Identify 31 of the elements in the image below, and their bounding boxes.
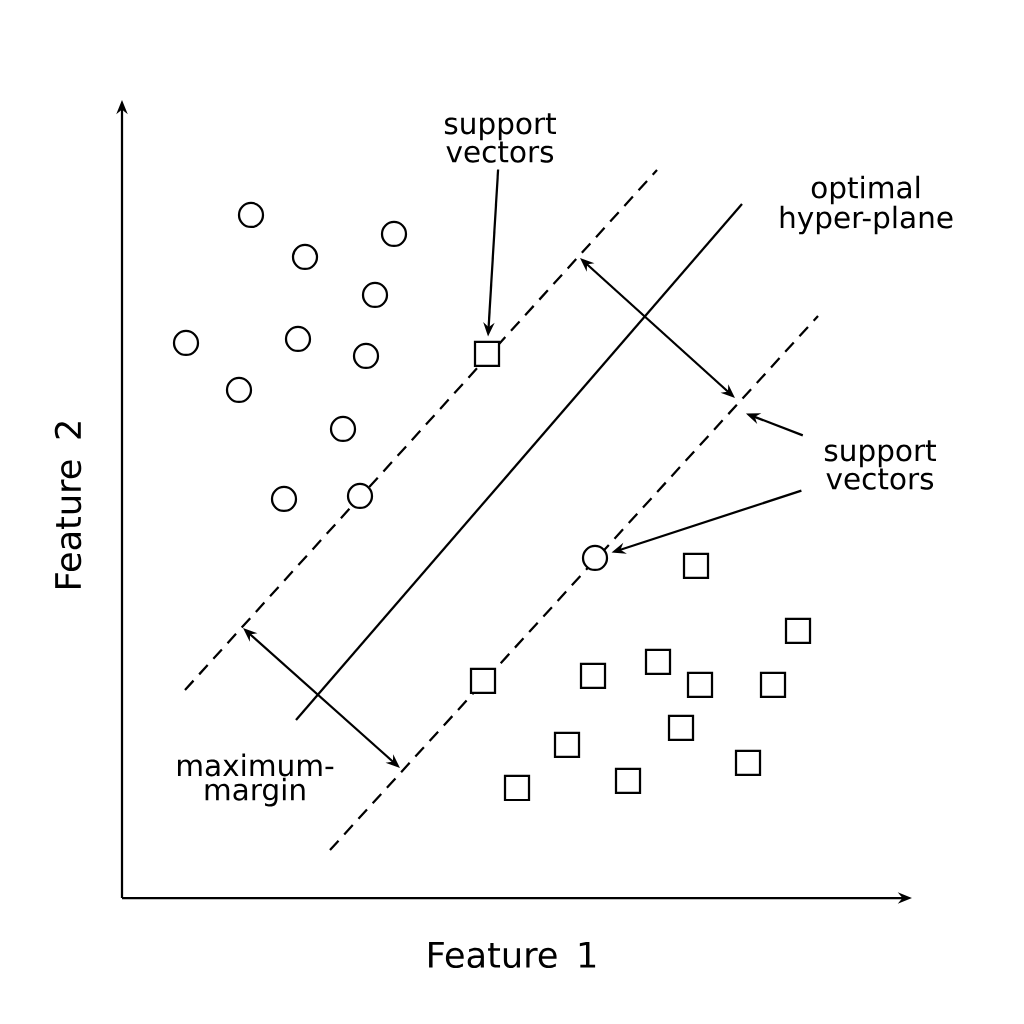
data-point-circle — [581, 544, 609, 572]
data-point-square — [553, 731, 581, 759]
data-point-square — [473, 340, 501, 368]
data-point-circle — [291, 243, 319, 271]
axis-label: Feature 1 — [429, 941, 596, 969]
callout-text: support vectors — [444, 113, 556, 163]
data-point-circle — [361, 281, 389, 309]
data-point-square — [469, 667, 497, 695]
axis-label: Feature 2 — [54, 422, 82, 588]
dimension-label: maximum-margin — [178, 753, 334, 807]
data-point-circle — [225, 376, 253, 404]
data-point-circle — [172, 329, 200, 357]
callout-text: support vectors — [824, 440, 936, 490]
data-point-circle — [284, 325, 312, 353]
data-point-square — [614, 767, 642, 795]
data-point-circle — [352, 342, 380, 370]
data-point-square — [503, 774, 531, 802]
data-point-square — [667, 714, 695, 742]
data-point-square — [784, 617, 812, 645]
data-point-circle — [237, 201, 265, 229]
data-point-square — [686, 671, 714, 699]
data-point-circle — [380, 220, 408, 248]
data-point-square — [682, 552, 710, 580]
data-point-square — [759, 671, 787, 699]
data-point-circle — [346, 482, 374, 510]
data-point-square — [579, 662, 607, 690]
data-point-square — [734, 749, 762, 777]
data-point-circle — [270, 485, 298, 513]
data-point-square — [644, 648, 672, 676]
data-point-circle — [329, 415, 357, 443]
line-label: optimal hyper-plane — [780, 175, 953, 235]
